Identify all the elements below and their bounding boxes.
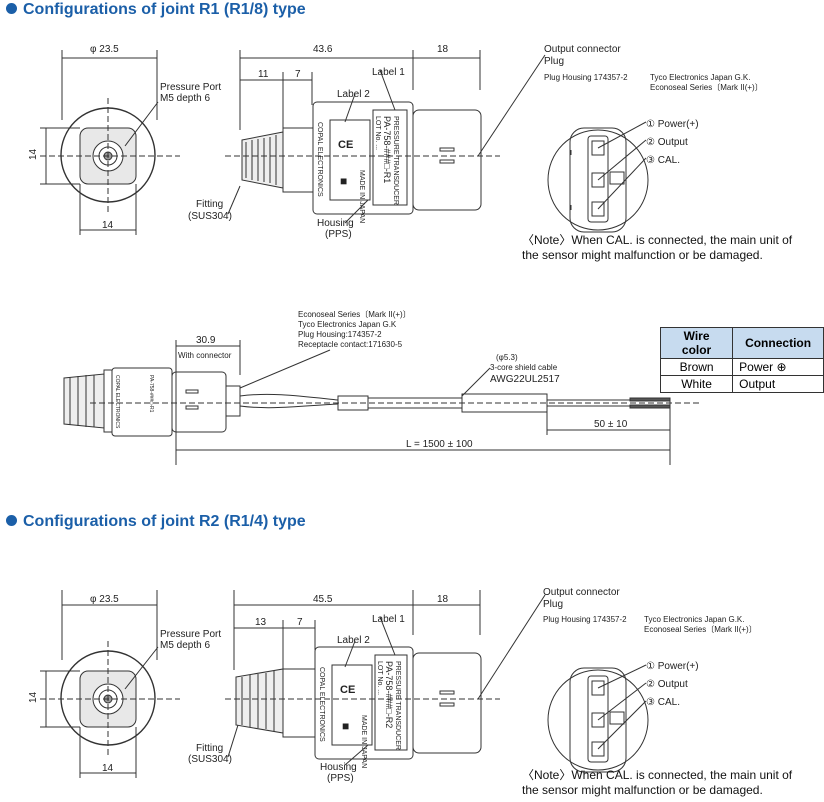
- wire-color-cell: White: [659, 375, 734, 393]
- awg-label: AWG22UL2517: [490, 374, 560, 385]
- body-brand-text: COPAL ELECTRONICS: [316, 122, 323, 197]
- wire-table: Wire color Connection Brown Power ⊕ Whit…: [659, 327, 824, 393]
- body-product-text: PRESSURE TRANSDUCER: [392, 116, 399, 205]
- econoseal-label: Econoseal Series〔Mark II(+)〕: [644, 625, 757, 634]
- front-width-label: 14: [102, 763, 114, 774]
- body-model-text: PA-758-###□-R2: [384, 661, 394, 728]
- output-connector-label: Output connector: [544, 44, 621, 55]
- pin-output-label: ② Output: [646, 679, 688, 690]
- section-title-r2: Configurations of joint R2 (R1/4) type: [6, 513, 306, 531]
- plug-housing-label: Plug Housing 174357-2: [543, 615, 627, 624]
- pressure-port-depth-label: M5 depth 6: [160, 93, 210, 104]
- bullet-icon: [6, 515, 17, 526]
- note-line-2: the sensor might malfunction or be damag…: [522, 783, 763, 797]
- connector-length-label: 18: [437, 594, 449, 605]
- tyco-label: Tyco Electronics Japan G.K.: [644, 615, 745, 624]
- label2-callout: Label 2: [337, 89, 370, 100]
- pin-output-label: ② Output: [646, 137, 688, 148]
- pressure-port-label: Pressure Port: [160, 629, 221, 640]
- cable-dia-label: (φ5.3): [496, 353, 518, 362]
- cable-length-label: L = 1500 ± 100: [406, 439, 473, 450]
- hex-length-label: 7: [297, 617, 303, 628]
- bullet-icon: [6, 3, 17, 14]
- fitting-material-label: (SUS304): [188, 754, 232, 765]
- ce-mark-icon: CE: [338, 139, 353, 151]
- connection-header: Connection: [732, 327, 824, 359]
- note-line-1: 〈Note〉When CAL. is connected, the main u…: [522, 233, 793, 247]
- pin-cal-label: ③ CAL.: [646, 697, 680, 708]
- econoseal-label: Econoseal Series〔Mark II(+)〕: [650, 83, 763, 92]
- econoseal-series-label: Econoseal Series〔Mark II(+)〕: [298, 310, 411, 319]
- tyco-japan-label: Tyco Electronics Japan G.K: [298, 320, 397, 329]
- body-country-text: MADE IN JAPAN: [360, 715, 367, 768]
- note-r2: 〈Note〉When CAL. is connected, the main u…: [522, 768, 792, 798]
- plug-label: Plug: [543, 599, 563, 610]
- front-dia-label: φ 23.5: [90, 44, 119, 55]
- note-r1: 〈Note〉When CAL. is connected, the main u…: [522, 233, 792, 263]
- receptacle-contact-label: Receptacle contact:171630-5: [298, 340, 403, 349]
- logo-icon: ■: [342, 719, 349, 733]
- fitting-length-label: 13: [255, 617, 267, 628]
- body-brand-text: COPAL ELECTRONICS: [318, 667, 325, 742]
- front-dia-label: φ 23.5: [90, 594, 119, 605]
- ce-mark-icon: CE: [340, 684, 355, 696]
- housing-material-label: (PPS): [325, 229, 352, 240]
- pressure-port-depth-label: M5 depth 6: [160, 640, 210, 651]
- note-line-2: the sensor might malfunction or be damag…: [522, 248, 763, 262]
- hex-length-label: 7: [295, 69, 301, 80]
- fitting-length-label: 11: [258, 69, 269, 80]
- with-connector-label: With connector: [178, 351, 232, 360]
- wire-color-header: Wire color: [659, 327, 734, 359]
- label1-callout: Label 1: [372, 614, 405, 625]
- with-connector-dim: 30.9: [196, 335, 216, 346]
- pin-power-label: ① Power(+): [646, 119, 699, 130]
- note-line-1: 〈Note〉When CAL. is connected, the main u…: [522, 768, 793, 782]
- logo-icon: ■: [340, 174, 347, 188]
- label1-callout: Label 1: [372, 67, 405, 78]
- label2-callout: Label 2: [337, 635, 370, 646]
- fitting-label: Fitting: [196, 199, 223, 210]
- body-model-text: PA-758-###□-R1: [382, 116, 392, 183]
- drawing-r1: CE ■ φ 23.5 Pressure Port M5 depth 6 14 …: [28, 44, 763, 240]
- body-product-text: PRESSURE TRANSDUCER: [394, 661, 401, 750]
- body-lot-text: LOT No. ...: [376, 661, 383, 695]
- body-country-text: MADE IN JAPAN: [358, 170, 365, 223]
- plug-housing-label: Plug Housing 174357-2: [544, 73, 628, 82]
- plug-label: Plug: [544, 56, 564, 67]
- wire-color-cell: Brown: [659, 358, 734, 376]
- pin-cal-label: ③ CAL.: [646, 155, 680, 166]
- total-length-label: 45.5: [313, 594, 333, 605]
- front-height-label: 14: [28, 148, 39, 160]
- front-height-label: 14: [28, 691, 39, 703]
- total-length-label: 43.6: [313, 44, 333, 55]
- fitting-label: Fitting: [196, 743, 223, 754]
- pin-power-label: ① Power(+): [646, 661, 699, 672]
- output-connector-label: Output connector: [543, 587, 620, 598]
- body-lot-text: LOT No. ...: [374, 116, 381, 150]
- fitting-material-label: (SUS304): [188, 211, 232, 222]
- cable-body-brand-text: COPAL ELECTRONICS: [114, 375, 120, 429]
- wire-table-header: Wire color Connection: [659, 327, 824, 359]
- front-width-label: 14: [102, 220, 114, 231]
- tyco-label: Tyco Electronics Japan G.K.: [650, 73, 751, 82]
- strip-length-label: 50 ± 10: [594, 419, 628, 430]
- cable-drawing: Econoseal Series〔Mark II(+)〕 Tyco Electr…: [63, 310, 700, 465]
- connector-length-label: 18: [437, 44, 449, 55]
- table-row: Brown Power ⊕: [659, 358, 824, 376]
- housing-material-label: (PPS): [327, 773, 354, 784]
- pressure-port-label: Pressure Port: [160, 82, 221, 93]
- cable-desc-label: 3-core shield cable: [490, 363, 558, 372]
- table-row: White Output: [659, 375, 824, 393]
- connection-cell: Output: [732, 375, 824, 393]
- housing-label: Housing: [317, 218, 354, 229]
- drawing-r2: CE ■ φ 23.5 Pressure Port M5 depth 6 14 …: [28, 587, 757, 784]
- section-title-r1: Configurations of joint R1 (R1/8) type: [6, 1, 306, 19]
- cable-body-model-text: PA-758-###□-R1: [148, 375, 154, 413]
- plug-housing-spec-label: Plug Housing:174357-2: [298, 330, 382, 339]
- connection-cell: Power ⊕: [732, 358, 824, 376]
- housing-label: Housing: [320, 762, 357, 773]
